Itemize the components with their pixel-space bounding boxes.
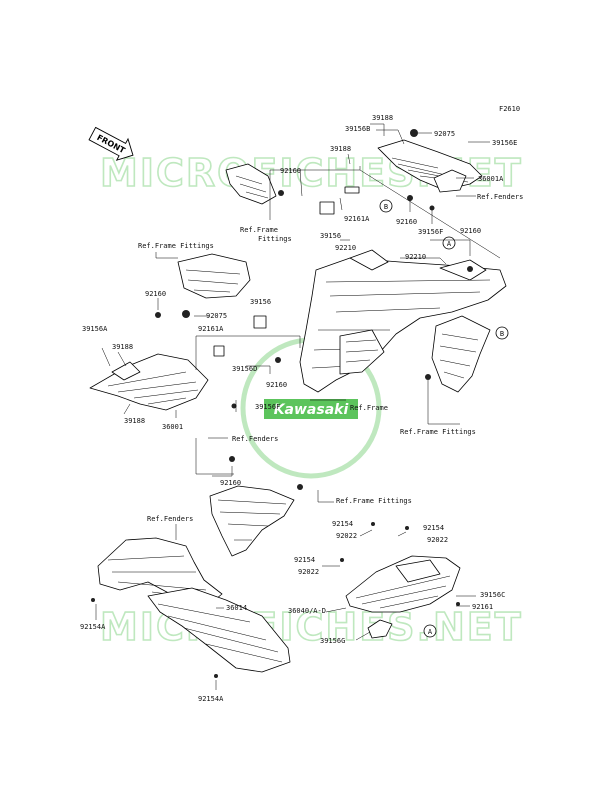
- label-36001: 36001: [162, 423, 183, 431]
- label-39156G: 39156G: [320, 637, 345, 645]
- label-ref-fenders-lower: Ref.Fenders: [147, 515, 193, 523]
- label-92075-top: 92075: [434, 130, 455, 138]
- label-36040: 36040/A-D: [288, 607, 326, 615]
- label-92160-right1: 92160: [396, 218, 417, 226]
- label-92210-a: 92210: [335, 244, 356, 252]
- grommet-92160-left: [155, 312, 161, 318]
- rear-cover-top: [377, 139, 483, 193]
- fasteners: [91, 129, 473, 678]
- label-ref-frame-fittings-lower: Ref.Frame Fittings: [336, 497, 412, 505]
- pad-39156-top: [319, 201, 335, 215]
- label-ref-frame-fittings-right: Ref.Frame Fittings: [400, 428, 476, 436]
- bolt-92154-c: [340, 558, 344, 562]
- grommet-frame-right: [425, 374, 431, 380]
- label-92161A-left: 92161A: [198, 325, 224, 333]
- label-39156C: 39156C: [480, 591, 505, 599]
- label-39156-left: 39156: [250, 298, 271, 306]
- rear-fender-36014: [97, 537, 291, 673]
- label-92154-c: 92154: [294, 556, 315, 564]
- bolt-92154-a: [371, 522, 375, 526]
- callout-a-bottom: A: [423, 624, 437, 638]
- grommet-92075-top: [410, 129, 418, 137]
- pad-92161A-left: [213, 345, 225, 357]
- callout-b-top: B: [379, 199, 393, 213]
- label-92075-left: 92075: [206, 312, 227, 320]
- callout-a-top: A: [442, 236, 456, 250]
- label-39156-top: 39156: [320, 232, 341, 240]
- label-92160-lower: 92160: [220, 479, 241, 487]
- frame: [299, 249, 507, 393]
- label-92160-center: 92160: [266, 381, 287, 389]
- label-92160-right2: 92160: [460, 227, 481, 235]
- label-39156A: 39156A: [82, 325, 108, 333]
- figure-id: F2610: [499, 105, 520, 113]
- part-labels: 39188 39156B 92075 39156E 39188 36001A 9…: [80, 114, 523, 703]
- label-ref-fenders-center: Ref.Fenders: [232, 435, 278, 443]
- grommet-92160-right1: [407, 195, 413, 201]
- grommet-92160-lower: [229, 456, 235, 462]
- logo-bar: [264, 399, 358, 419]
- svg-text:B: B: [500, 330, 504, 338]
- label-ref-frame-fittings-left: Ref.Frame Fittings: [138, 242, 214, 250]
- label-92154-a: 92154: [332, 520, 353, 528]
- grommet-92160-top: [278, 190, 284, 196]
- pad-39156-left: [253, 315, 267, 329]
- grommet-frame-lower: [297, 484, 303, 490]
- label-92154A-bottom: 92154A: [198, 695, 224, 703]
- frame-cover-upper-left: [225, 163, 277, 205]
- pad-39188-mid: [344, 186, 360, 194]
- label-39156E: 39156E: [492, 139, 517, 147]
- bolt-92154A-left: [91, 598, 95, 602]
- label-92022-b: 92022: [427, 536, 448, 544]
- bolt-92154-b: [405, 526, 409, 530]
- lower-cover: [209, 485, 295, 557]
- label-92161A-top: 92161A: [344, 215, 370, 223]
- label-92160-left: 92160: [145, 290, 166, 298]
- label-92022-a: 92022: [336, 532, 357, 540]
- label-36014: 36014: [226, 604, 247, 612]
- frame-cover-left-upper: [177, 253, 251, 299]
- label-ref-fenders-top: Ref.Fenders: [477, 193, 523, 201]
- label-92154-b: 92154: [423, 524, 444, 532]
- grommet-92160-center: [275, 357, 281, 363]
- label-92161: 92161: [472, 603, 493, 611]
- leader-lines: [95, 123, 501, 690]
- label-ref-frame: Ref.Frame: [350, 404, 388, 412]
- label-36001A: 36001A: [478, 175, 504, 183]
- label-92160-top: 92160: [280, 167, 301, 175]
- label-39156F-center: 39156F: [255, 403, 280, 411]
- label-39156F-top: 39156F: [418, 228, 443, 236]
- logo-text: Kawasaki: [274, 402, 349, 418]
- side-cover-36001: [89, 353, 209, 411]
- clip-39156F-top: [429, 205, 435, 211]
- clip-39156F-center: [231, 403, 237, 409]
- svg-text:A: A: [447, 240, 452, 248]
- label-92154A-left: 92154A: [80, 623, 106, 631]
- label-92210-b: 92210: [405, 253, 426, 261]
- svg-text:A: A: [428, 628, 433, 636]
- label-39188-bottomleft: 39188: [124, 417, 145, 425]
- tail-cover-36040: [345, 555, 461, 613]
- label-92022-c: 92022: [298, 568, 319, 576]
- grommet-92075-left: [182, 310, 190, 318]
- svg-text:B: B: [384, 203, 388, 211]
- frame-cover-right: [431, 315, 491, 393]
- clip-92161: [456, 602, 460, 606]
- label-ref-frame-top-1: Ref.Frame: [240, 226, 278, 234]
- grommet-92160-right2: [467, 266, 473, 272]
- label-ref-frame-top-2: Fittings: [258, 235, 292, 243]
- label-39156D: 39156D: [232, 365, 257, 373]
- label-39156B: 39156B: [345, 125, 370, 133]
- bolt-92154A-bottom: [214, 674, 218, 678]
- callout-b-right: B: [495, 326, 509, 340]
- pad-39156G: [367, 619, 393, 639]
- label-39188-left: 39188: [112, 343, 133, 351]
- label-39188-top: 39188: [372, 114, 393, 122]
- label-39188-mid: 39188: [330, 145, 351, 153]
